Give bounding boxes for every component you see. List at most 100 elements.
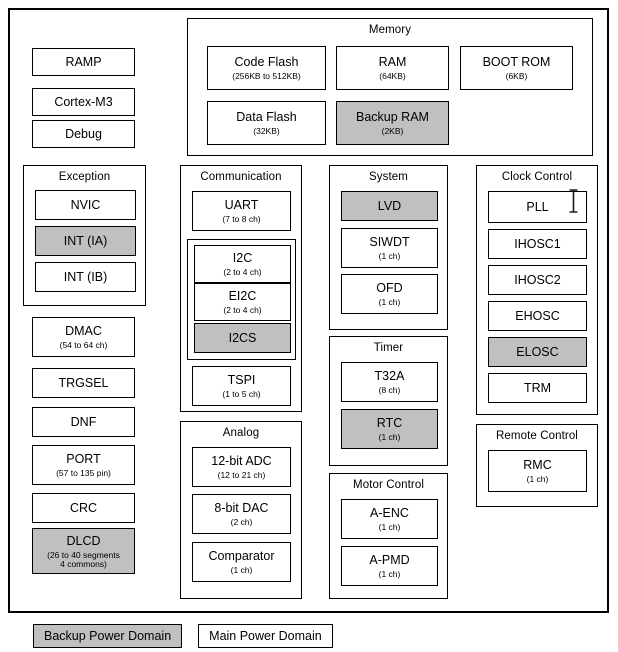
block-subtitle: (7 to 8 ch) [222,214,261,224]
block-t32a[interactable]: T32A (8 ch) [341,362,438,402]
block-port[interactable]: PORT (57 to 135 pin) [32,445,135,485]
block-subtitle: (256KB to 512KB) [232,71,301,81]
block-subtitle: (54 to 64 ch) [59,340,108,350]
block-subtitle: (2KB) [381,126,404,136]
group-analog: Analog 12-bit ADC (12 to 21 ch) 8-bit DA… [180,421,302,599]
block-title: 12-bit ADC [211,454,272,468]
block-tspi[interactable]: TSPI (1 to 5 ch) [192,366,291,406]
group-exception: Exception NVIC INT (IA) INT (IB) [23,165,146,306]
block-title: A-ENC [370,506,409,520]
block-subtitle: (1 ch) [378,297,401,307]
group-system: System LVD SIWDT (1 ch) OFD (1 ch) [329,165,448,330]
block-dlcd[interactable]: DLCD (26 to 40 segments 4 commons) [32,528,135,574]
group-clock-control: Clock Control PLL IHOSC1 IHOSC2 EHOSC EL… [476,165,598,415]
block-a-enc[interactable]: A-ENC (1 ch) [341,499,438,539]
block-title: A-PMD [369,553,410,567]
block-subtitle-line2: 4 commons) [60,558,107,569]
block-title: OFD [376,281,403,295]
block-rtc[interactable]: RTC (1 ch) [341,409,438,449]
block-title: 8-bit DAC [214,501,269,515]
block-rmc[interactable]: RMC (1 ch) [488,450,587,492]
block-pll[interactable]: PLL [488,191,587,223]
block-ramp[interactable]: RAMP [32,48,135,76]
block-subtitle: (1 ch) [378,432,401,442]
block-subtitle: (1 ch) [378,251,401,261]
legend-backup-label: Backup Power Domain [44,629,172,643]
block-subtitle: (64KB) [379,71,406,81]
block-dmac[interactable]: DMAC (54 to 64 ch) [32,317,135,357]
block-int-ia[interactable]: INT (IA) [35,226,136,256]
group-communication: Communication UART (7 to 8 ch) I2C (2 to… [180,165,302,412]
block-i2cs[interactable]: I2CS [194,323,291,353]
block-subtitle: (1 ch) [378,522,401,532]
block-subtitle: (8 ch) [378,385,401,395]
block-title: T32A [374,369,405,383]
group-title-analog: Analog [222,427,260,439]
block-ei2c[interactable]: EI2C (2 to 4 ch) [194,283,291,321]
block-debug[interactable]: Debug [32,120,135,148]
legend-main-power-domain: Main Power Domain [198,624,333,648]
block-trm[interactable]: TRM [488,373,587,403]
group-timer: Timer T32A (8 ch) RTC (1 ch) [329,336,448,466]
block-title: ELOSC [516,344,559,359]
block-title: PLL [526,199,549,214]
block-data-flash[interactable]: Data Flash (32KB) [207,101,326,145]
block-title: SIWDT [369,235,410,249]
block-title: DMAC [65,324,102,338]
block-backup-ram[interactable]: Backup RAM (2KB) [336,101,449,145]
block-boot-rom[interactable]: BOOT ROM (6KB) [460,46,573,90]
block-8bit-dac[interactable]: 8-bit DAC (2 ch) [192,494,291,534]
block-code-flash[interactable]: Code Flash (256KB to 512KB) [207,46,326,90]
block-lvd[interactable]: LVD [341,191,438,221]
group-title-communication: Communication [200,171,282,183]
block-title: INT (IB) [63,269,108,284]
block-ram[interactable]: RAM (64KB) [336,46,449,90]
block-title: RMC [523,458,552,472]
block-subtitle: (26 to 40 segments [47,549,120,560]
block-title: EI2C [228,289,257,303]
block-subtitle: (12 to 21 ch) [217,470,266,480]
block-subtitle: (1 ch) [378,569,401,579]
group-remote-control: Remote Control RMC (1 ch) [476,424,598,507]
block-dnf[interactable]: DNF [32,407,135,437]
block-ofd[interactable]: OFD (1 ch) [341,274,438,314]
subgroup-i2c-cluster: I2C (2 to 4 ch) EI2C (2 to 4 ch) I2CS [187,239,296,360]
block-nvic[interactable]: NVIC [35,190,136,220]
block-subtitle: (57 to 135 pin) [56,468,111,478]
block-title: NVIC [70,197,101,212]
block-subtitle: (2 to 4 ch) [223,305,262,315]
block-ihosc1[interactable]: IHOSC1 [488,229,587,259]
block-i2c[interactable]: I2C (2 to 4 ch) [194,245,291,283]
block-title: DNF [70,414,97,429]
block-uart[interactable]: UART (7 to 8 ch) [192,191,291,231]
block-trgsel[interactable]: TRGSEL [32,368,135,398]
group-motor-control: Motor Control A-ENC (1 ch) A-PMD (1 ch) [329,473,448,599]
group-title-remote-control: Remote Control [496,430,578,442]
block-subtitle: (32KB) [253,126,280,136]
group-title-motor-control: Motor Control [353,479,424,491]
block-12bit-adc[interactable]: 12-bit ADC (12 to 21 ch) [192,447,291,487]
legend-backup-power-domain: Backup Power Domain [33,624,183,648]
block-title: DLCD [66,533,101,548]
block-title: Data Flash [236,110,297,124]
block-cortex-m3[interactable]: Cortex-M3 [32,88,135,116]
block-comparator[interactable]: Comparator (1 ch) [192,542,291,582]
block-siwdt[interactable]: SIWDT (1 ch) [341,228,438,268]
block-title: RTC [376,416,403,430]
block-title: I2C [232,251,253,265]
block-title: RAM [378,55,407,69]
block-ehosc[interactable]: EHOSC [488,301,587,331]
block-crc[interactable]: CRC [32,493,135,523]
block-ihosc2[interactable]: IHOSC2 [488,265,587,295]
block-subtitle: (2 to 4 ch) [223,267,262,277]
block-elosc[interactable]: ELOSC [488,337,587,367]
block-a-pmd[interactable]: A-PMD (1 ch) [341,546,438,586]
block-title: Code Flash [234,55,299,69]
block-subtitle: (1 to 5 ch) [222,389,261,399]
legend-main-label: Main Power Domain [209,629,322,643]
group-title-timer: Timer [373,342,404,354]
block-subtitle: (1 ch) [526,474,549,484]
block-int-ib[interactable]: INT (IB) [35,262,136,292]
legend: Backup Power Domain Main Power Domain [33,624,333,648]
block-title: TRGSEL [58,375,109,390]
